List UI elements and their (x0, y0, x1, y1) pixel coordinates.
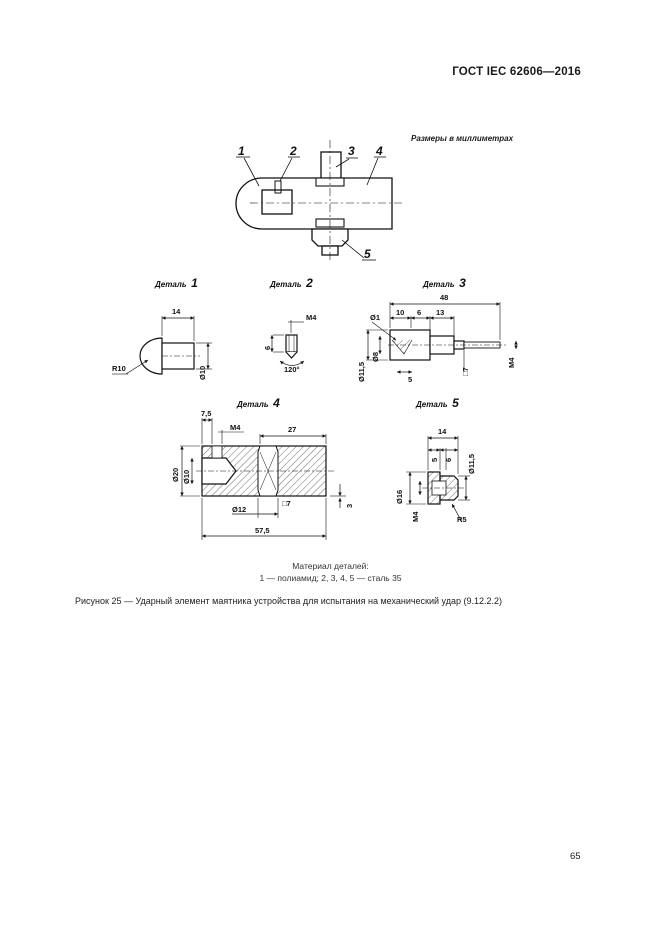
detail-5-dim-thread: M4 (411, 511, 420, 522)
detail-1-view (112, 316, 212, 375)
svg-text:Деталь 2: Деталь 2 (269, 274, 313, 291)
units-note: Размеры в миллиметрах (411, 134, 514, 143)
detail-1-dim-radius: R10 (112, 364, 126, 373)
page-number: 65 (570, 851, 581, 862)
assembly-view (235, 140, 404, 262)
detail-4-dim-bore: Ø12 (232, 505, 246, 514)
detail-4-dim-square: □7 (282, 499, 291, 508)
svg-text:Деталь 1: Деталь 1 (154, 274, 198, 291)
detail-2-dim-thread: M4 (306, 313, 317, 322)
detail-3-dim-thread: M4 (507, 357, 516, 368)
detail-3-dim-outer-diameter: Ø11,5 (357, 362, 366, 382)
detail-4-dim-outer-diameter: Ø20 (171, 468, 180, 482)
detail-4-dim-inner-diameter: Ø10 (182, 470, 191, 484)
detail-4-dim-thread: M4 (230, 423, 241, 432)
detail-3-dim-square: □7 (461, 367, 470, 376)
detail-3-view (366, 302, 518, 374)
technical-drawing: 1 2 3 4 5 Деталь 1 Деталь 2 Деталь 3 Дет… (112, 140, 518, 540)
detail-1-dim-length: 14 (172, 307, 181, 316)
detail-4-view (180, 418, 346, 540)
svg-text:Деталь 3: Деталь 3 (422, 274, 466, 291)
svg-text:Деталь 4: Деталь 4 (236, 394, 280, 411)
material-text: 1 — полиамид; 2, 3, 4, 5 — сталь 35 (259, 573, 402, 583)
callout-4: 4 (375, 144, 383, 158)
detail-5-dim-outer-diameter: Ø16 (395, 490, 404, 504)
callout-3: 3 (348, 144, 355, 158)
detail-3-dim-b: 6 (417, 308, 421, 317)
detail-3-dim-c: 13 (436, 308, 444, 317)
detail-5-dim-radius: R5 (457, 515, 467, 524)
detail-2-view (270, 320, 305, 366)
callout-1: 1 (238, 144, 245, 158)
detail-4-dim-total: 57,5 (255, 526, 270, 535)
material-title: Материал деталей: (292, 561, 369, 571)
callout-labels: 1 2 3 4 5 (236, 144, 386, 261)
detail-4-dim-b: 27 (288, 425, 296, 434)
standard-header: ГОСТ IEC 62606—2016 (452, 66, 581, 78)
detail-titles: Деталь 1 Деталь 2 Деталь 3 Деталь 4 Дета… (154, 274, 466, 411)
figure-caption: Рисунок 25 — Ударный элемент маятника ус… (75, 596, 503, 606)
callout-5: 5 (364, 247, 371, 261)
detail-3-dim-hole: Ø1 (370, 313, 380, 322)
detail-5-dim-a: 5 (430, 458, 439, 462)
detail-5-dim-flange-diameter: Ø11,5 (467, 454, 476, 474)
detail-3-dim-total: 48 (440, 293, 448, 302)
detail-3-dim-inner-diameter: Ø8 (371, 352, 380, 362)
detail-2-dim-angle: 120° (284, 365, 300, 374)
svg-text:Деталь 5: Деталь 5 (415, 394, 459, 411)
detail-5-view (406, 436, 470, 523)
detail-3-dim-slot: 5 (408, 375, 412, 384)
detail-4-dim-c: 3 (345, 504, 354, 508)
detail-2-dim-length: 6 (263, 346, 272, 350)
detail-3-dim-a: 10 (396, 308, 404, 317)
detail-5-dim-total: 14 (438, 427, 447, 436)
detail-1-dim-diameter: Ø10 (198, 366, 207, 380)
detail-4-dim-a: 7,5 (201, 409, 211, 418)
detail-5-dim-b: 6 (444, 458, 453, 462)
callout-2: 2 (289, 144, 297, 158)
